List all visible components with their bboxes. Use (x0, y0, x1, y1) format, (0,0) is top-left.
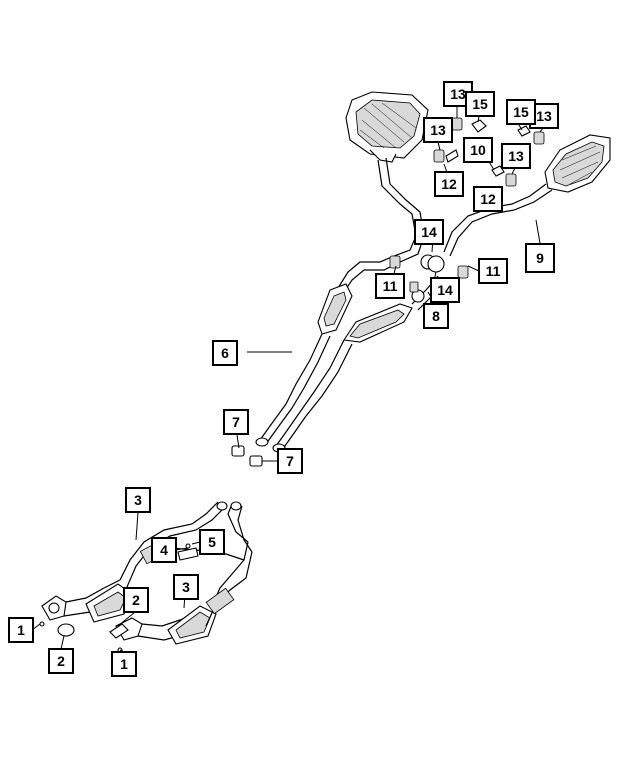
intermediate-pipe (255, 255, 445, 453)
callout-label: 14 (421, 224, 437, 240)
callout-13d: 13 (501, 143, 531, 169)
callout-label: 13 (450, 86, 466, 102)
callout-12a: 12 (434, 171, 464, 197)
right-downpipe-assembly (115, 501, 253, 645)
callout-12b: 12 (473, 186, 503, 212)
callout-label: 8 (432, 308, 440, 324)
right-rear-muffler (544, 134, 611, 193)
clamp-parts (231, 445, 263, 467)
callout-label: 9 (536, 250, 544, 266)
callout-2a: 2 (48, 648, 74, 674)
callout-14b: 14 (430, 277, 460, 303)
callout-label: 11 (383, 278, 398, 294)
callout-9: 9 (525, 243, 555, 273)
center-hangers (389, 254, 469, 303)
callout-label: 1 (17, 622, 25, 638)
callout-6: 6 (212, 340, 238, 366)
leader-lines (31, 106, 544, 653)
callout-5: 5 (199, 529, 225, 555)
front-gaskets (39, 543, 199, 653)
callout-3b: 3 (173, 574, 199, 600)
callout-label: 3 (182, 579, 190, 595)
callout-label: 13 (430, 122, 446, 138)
callout-label: 2 (57, 653, 65, 669)
callout-15a: 15 (465, 91, 495, 117)
left-rear-muffler (345, 91, 429, 163)
callout-label: 4 (160, 542, 168, 558)
callout-1a: 1 (8, 617, 34, 643)
callout-label: 15 (472, 96, 488, 112)
callout-label: 10 (470, 142, 486, 158)
callout-label: 2 (132, 592, 140, 608)
callout-label: 15 (513, 104, 529, 120)
callout-label: 3 (134, 492, 142, 508)
upper-hangers (433, 117, 545, 187)
callout-15b: 15 (506, 99, 536, 125)
callout-3a: 3 (125, 487, 151, 513)
callout-label: 13 (508, 148, 524, 164)
callout-4: 4 (151, 537, 177, 563)
callout-14a: 14 (414, 219, 444, 245)
callout-8: 8 (423, 303, 449, 329)
callout-label: 6 (221, 345, 229, 361)
callout-label: 7 (232, 414, 240, 430)
callout-11b: 11 (478, 258, 508, 284)
callout-label: 5 (208, 534, 216, 550)
callout-label: 12 (480, 191, 496, 207)
callout-1b: 1 (111, 651, 137, 677)
callout-7b: 7 (277, 448, 303, 474)
left-tailpipe (377, 157, 425, 263)
callout-label: 11 (486, 263, 501, 279)
callout-2b: 2 (123, 587, 149, 613)
callout-10: 10 (463, 137, 493, 163)
callout-label: 13 (536, 108, 552, 124)
callout-label: 1 (120, 656, 128, 672)
callout-label: 7 (286, 453, 294, 469)
callout-13b: 13 (423, 117, 453, 143)
callout-label: 12 (441, 176, 457, 192)
callout-label: 14 (437, 282, 453, 298)
callout-11a: 11 (375, 273, 405, 299)
callout-7a: 7 (223, 409, 249, 435)
